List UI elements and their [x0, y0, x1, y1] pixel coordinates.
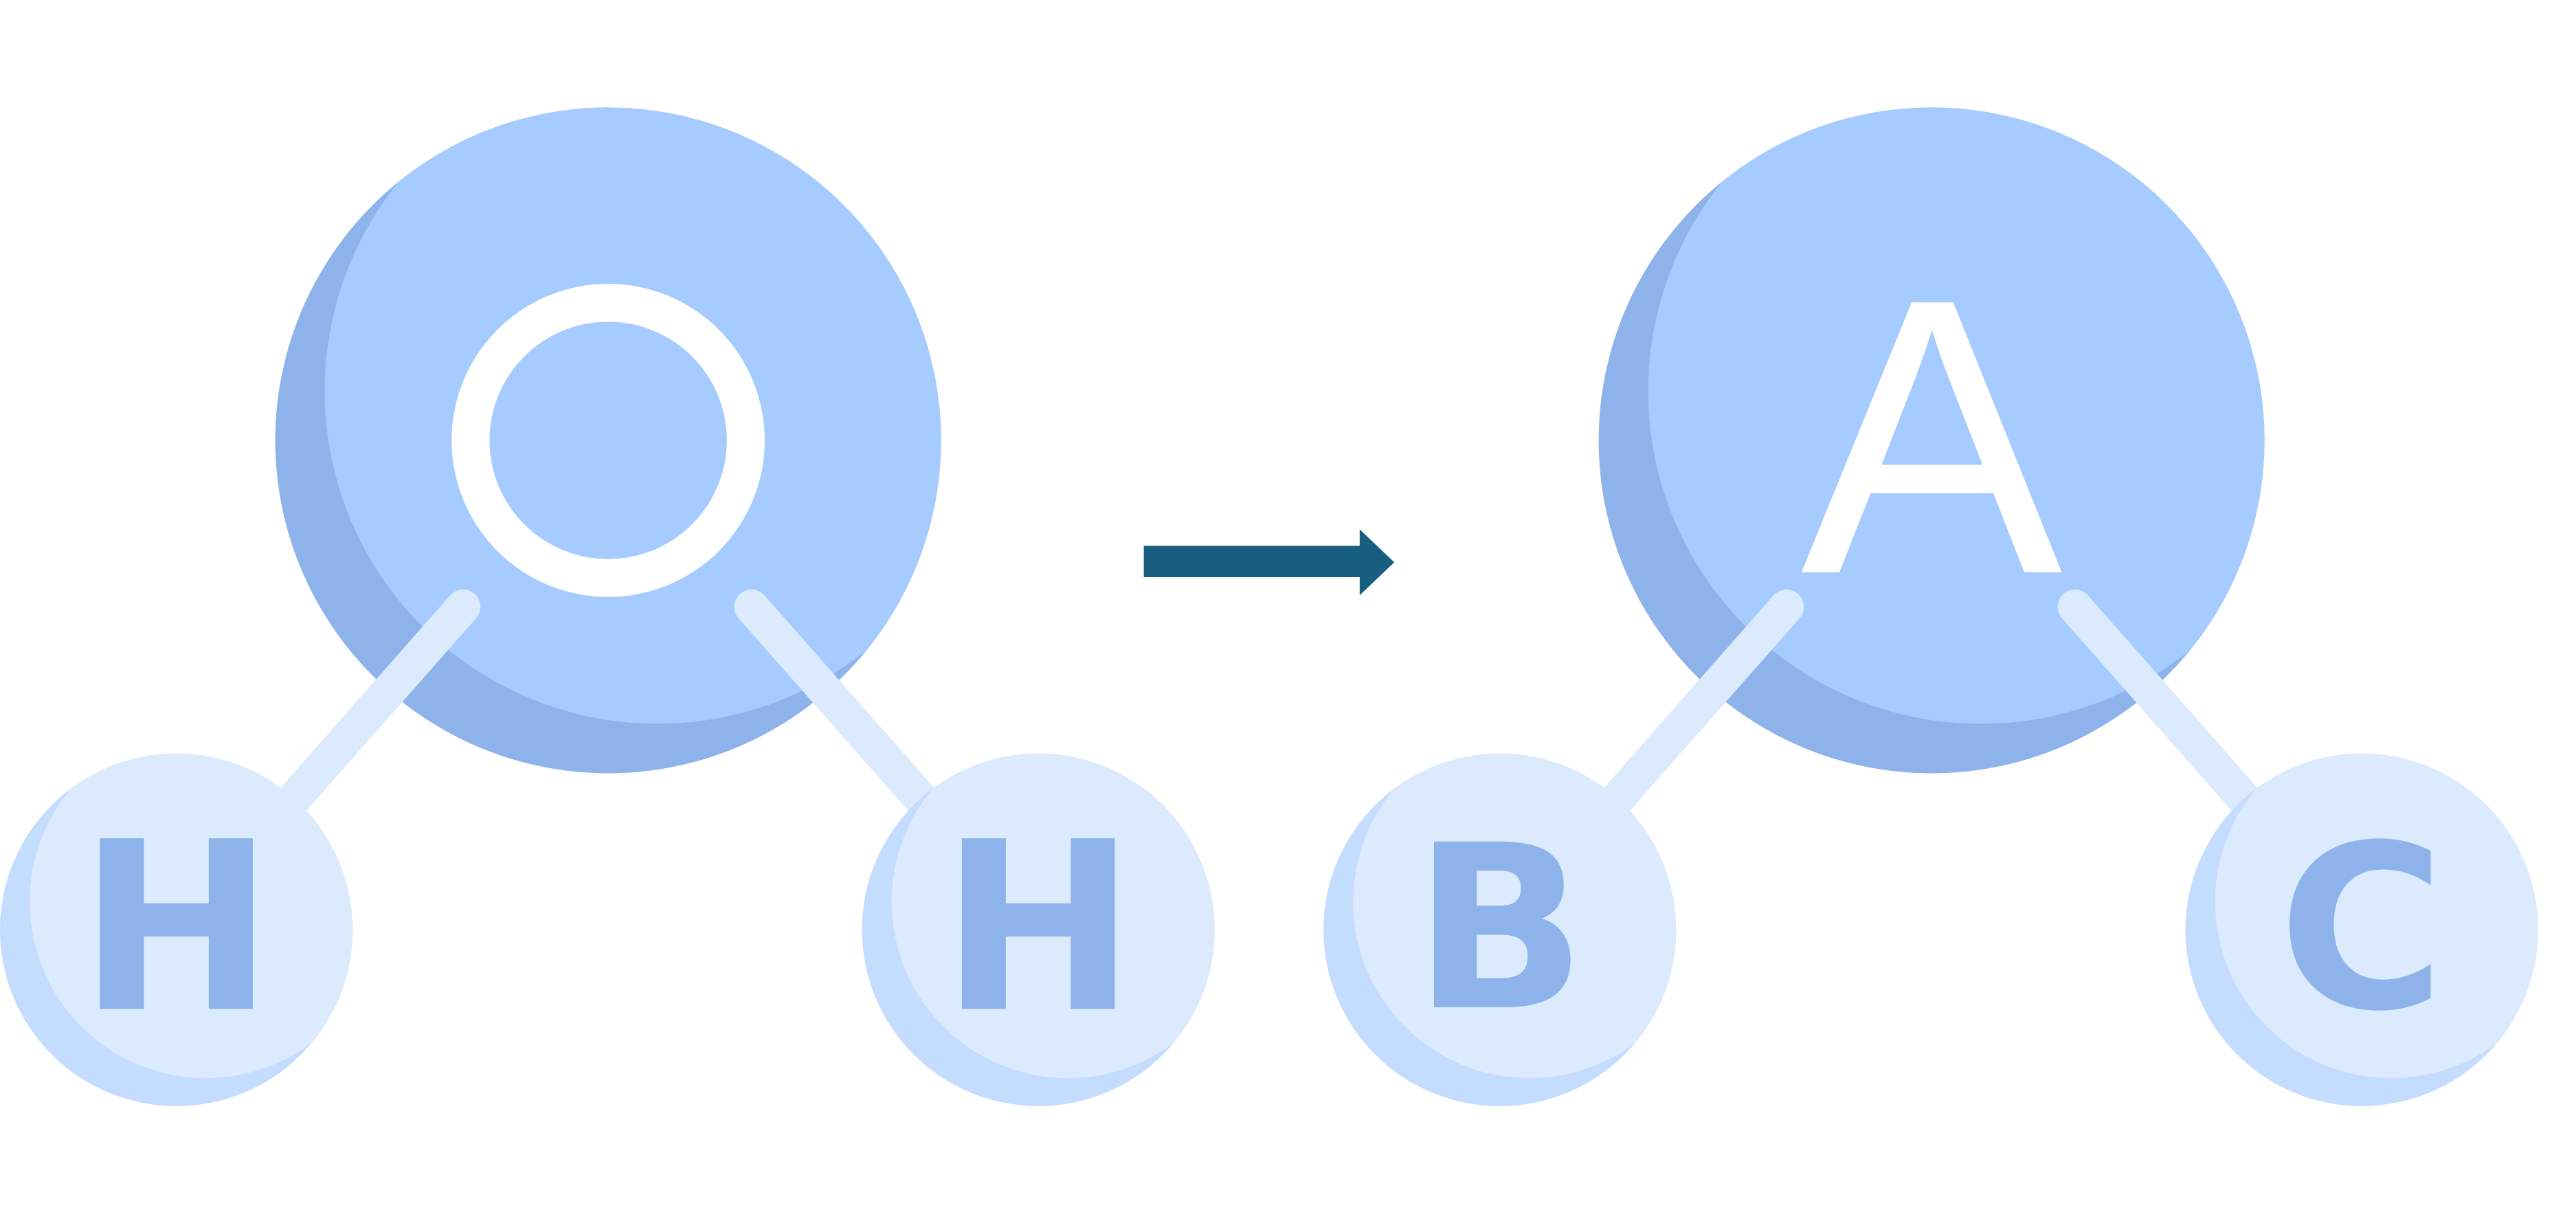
arrow-head [1359, 529, 1395, 596]
small-atom-right-2 [2185, 753, 2538, 1106]
left-label: B [1413, 797, 1587, 1062]
bond-right [734, 590, 941, 819]
molecule-water: O H H [0, 107, 1215, 1106]
bond-right [2057, 590, 2264, 819]
bond-left [274, 590, 481, 819]
small-atom-right-1 [862, 753, 1215, 1106]
left-label: H [78, 792, 274, 1064]
bonds-left [274, 590, 941, 819]
right-arrow-icon [1143, 529, 1395, 596]
arrow-shaft [1143, 546, 1365, 578]
large-atom-face [1648, 107, 2265, 724]
center-label: A [1801, 217, 2065, 655]
o-ring-inner [489, 322, 727, 559]
small-atom-face [30, 753, 353, 1079]
small-atom-left-1 [0, 753, 353, 1106]
molecule-abc: A B C [1323, 107, 2538, 1106]
small-atom-left-2 [1323, 753, 1677, 1106]
small-atom-face [2215, 753, 2538, 1079]
small-atom-face [891, 753, 1215, 1079]
right-label: C [2278, 797, 2445, 1062]
right-label: H [941, 792, 1136, 1064]
center-label-o: O [451, 284, 765, 597]
bonds-right [1598, 590, 2264, 819]
small-atom-face [1353, 753, 1677, 1079]
bond-left [1598, 590, 1804, 819]
